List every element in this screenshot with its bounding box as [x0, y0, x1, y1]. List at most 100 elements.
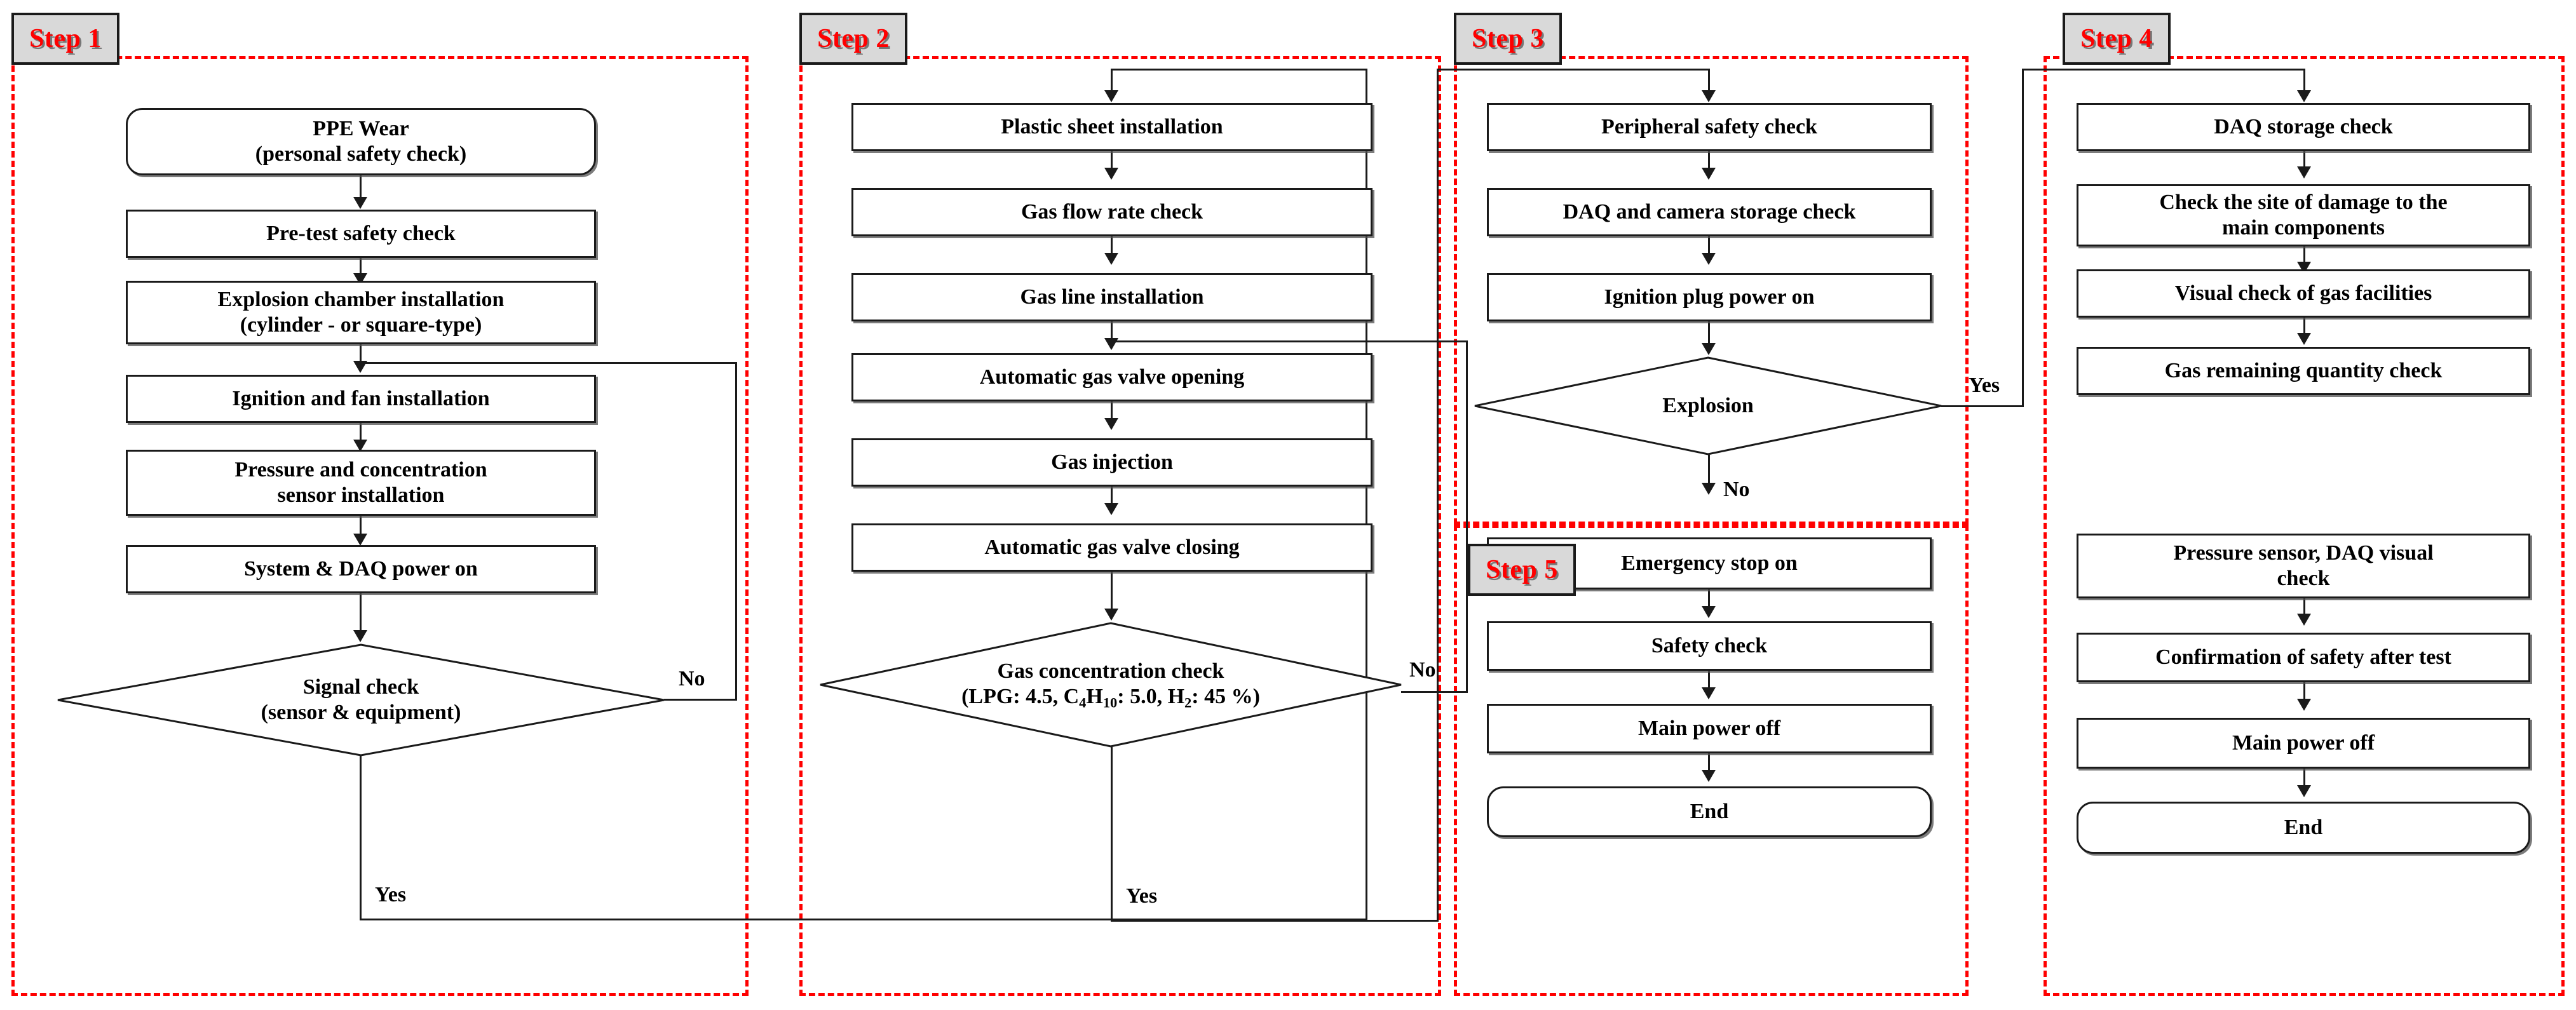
- connector-c1-2-3: [360, 258, 362, 277]
- branch-label-yes-col3: Yes: [1969, 374, 2000, 397]
- node-ignition-plug-power-on[interactable]: Ignition plug power on: [1487, 273, 1932, 321]
- node-daq-and-camera-storage-check[interactable]: DAQ and camera storage check: [1487, 188, 1932, 236]
- arrowhead-c2-1-2: [1104, 168, 1118, 180]
- arrowhead-c4-1-2: [2297, 166, 2311, 178]
- node-plastic-sheet-installation[interactable]: Plastic sheet installation: [851, 103, 1373, 151]
- node-ignition-and-fan-installation[interactable]: Ignition and fan installation: [126, 375, 596, 423]
- node-line-2: (personal safety check): [255, 142, 467, 166]
- node-gas-line-installation[interactable]: Gas line installation: [851, 273, 1373, 321]
- branch-label-no-col1: No: [679, 667, 705, 690]
- connector-c3-yes-h: [1941, 405, 2024, 407]
- connector-c1-yes-v: [360, 756, 362, 920]
- decision-gas-concentration-check[interactable]: Gas concentration check (LPG: 4.5, C4H10…: [818, 621, 1403, 748]
- node-pressure-sensor-daq-visual-check[interactable]: Pressure sensor, DAQ visual check: [2077, 534, 2530, 598]
- branch-label-no-col3: No: [1723, 478, 1750, 501]
- connector-c1-no-v: [735, 362, 737, 700]
- arrowhead-c1-5-6: [353, 534, 367, 546]
- arrowhead-c5-3-4: [1702, 770, 1716, 782]
- arrowhead-c2-6-7: [1104, 609, 1118, 621]
- connector-c2-1-2: [1111, 151, 1113, 173]
- node-safety-check[interactable]: Safety check: [1487, 621, 1932, 671]
- connector-c4-3-4: [2303, 318, 2305, 338]
- node-line-2: (cylinder - or square-type): [240, 313, 482, 337]
- node-gas-injection[interactable]: Gas injection: [851, 438, 1373, 487]
- connector-c3-yes-up: [2022, 69, 2024, 407]
- step4-badge: Step 4: [2063, 13, 2171, 65]
- node-line-1: End: [1690, 799, 1729, 823]
- node-line-1: Emergency stop on: [1621, 551, 1798, 575]
- decision-signal-check[interactable]: Signal check (sensor & equipment): [56, 643, 666, 757]
- arrowhead-c4-7-8: [2297, 785, 2311, 797]
- arrowhead-c3-1-2: [1702, 168, 1716, 180]
- step2-panel: [799, 56, 1441, 996]
- connector-c1-4-5: [360, 423, 362, 445]
- arrowhead-c2-entry: [1104, 90, 1118, 102]
- connector-c3-entry: [1708, 69, 1710, 94]
- connector-c1-1-2: [360, 175, 362, 201]
- node-gas-flow-rate-check[interactable]: Gas flow rate check: [851, 188, 1373, 236]
- arrowhead-c2-no: [1104, 338, 1118, 350]
- step3-panel: [1454, 56, 1969, 525]
- node-line-1: Pressure sensor, DAQ visual: [2173, 541, 2434, 565]
- arrowhead-c4-3-4: [2297, 333, 2311, 345]
- node-pressure-and-concentration-sensor-installation[interactable]: Pressure and concentration sensor instal…: [126, 450, 596, 516]
- node-daq-storage-check[interactable]: DAQ storage check: [2077, 103, 2530, 151]
- connector-c1-yes-h: [360, 919, 1367, 920]
- node-line-1: Confirmation of safety after test: [2155, 645, 2451, 669]
- connector-c2-4-5: [1111, 401, 1113, 423]
- decision-explosion[interactable]: Explosion: [1473, 356, 1943, 456]
- connector-c3-3-4: [1708, 321, 1710, 347]
- node-automatic-gas-valve-closing[interactable]: Automatic gas valve closing: [851, 523, 1373, 572]
- step5-badge: Step 5: [1468, 544, 1576, 596]
- node-line-1: Safety check: [1651, 633, 1768, 657]
- node-peripheral-safety-check[interactable]: Peripheral safety check: [1487, 103, 1932, 151]
- step1-badge: Step 1: [11, 13, 119, 65]
- node-line-1: Peripheral safety check: [1601, 114, 1817, 138]
- node-line-1: Main power off: [2232, 731, 2375, 755]
- node-line-1: System & DAQ power on: [244, 556, 478, 581]
- node-line-1: Gas remaining quantity check: [2164, 358, 2443, 382]
- connector-c1-6-7: [360, 593, 362, 635]
- connector-c4-7-8: [2303, 769, 2305, 790]
- connector-c4-6-7: [2303, 682, 2305, 704]
- arrowhead-c2-5-6: [1104, 503, 1118, 515]
- node-line-1: Ignition plug power on: [1604, 285, 1815, 309]
- node-line-1: Pre-test safety check: [266, 221, 456, 245]
- connector-c5-2-3: [1708, 671, 1710, 692]
- node-main-power-off-step5[interactable]: Main power off: [1487, 704, 1932, 753]
- connector-c4-2-3: [2303, 246, 2305, 267]
- node-system-daq-power-on[interactable]: System & DAQ power on: [126, 545, 596, 593]
- node-pre-test-safety-check[interactable]: Pre-test safety check: [126, 210, 596, 258]
- step4-panel: [2044, 56, 2565, 996]
- node-line-1: Plastic sheet installation: [1001, 114, 1223, 138]
- node-explosion-chamber-installation[interactable]: Explosion chamber installation (cylinder…: [126, 281, 596, 344]
- node-line-1: Automatic gas valve closing: [984, 535, 1240, 559]
- diamond-shape: [820, 622, 1402, 748]
- connector-c2-entry: [1111, 69, 1113, 94]
- node-confirmation-of-safety-after-test[interactable]: Confirmation of safety after test: [2077, 633, 2530, 682]
- connector-c1-5-6: [360, 516, 362, 539]
- arrowhead-c2-2-3: [1104, 253, 1118, 265]
- node-end-step4[interactable]: End: [2077, 802, 2530, 854]
- branch-label-yes-col2: Yes: [1126, 884, 1158, 908]
- arrowhead-c1-6-7: [353, 630, 367, 642]
- arrowhead-c1-no: [353, 361, 367, 373]
- arrowhead-c4-6-7: [2297, 699, 2311, 711]
- node-ppe-wear[interactable]: PPE Wear (personal safety check): [126, 108, 596, 175]
- node-visual-check-gas-facilities[interactable]: Visual check of gas facilities: [2077, 269, 2530, 318]
- node-main-power-off-step4[interactable]: Main power off: [2077, 718, 2530, 769]
- node-automatic-gas-valve-opening[interactable]: Automatic gas valve opening: [851, 353, 1373, 401]
- node-line-1: PPE Wear: [313, 116, 409, 140]
- node-line-1: Ignition and fan installation: [232, 386, 490, 410]
- node-check-site-of-damage[interactable]: Check the site of damage to the main com…: [2077, 184, 2530, 246]
- connector-c4-5-6: [2303, 598, 2305, 619]
- arrowhead-c4-5-6: [2297, 614, 2311, 626]
- node-gas-remaining-quantity-check[interactable]: Gas remaining quantity check: [2077, 347, 2530, 395]
- node-line-2: check: [2277, 567, 2330, 590]
- connector-c5-3-4: [1708, 753, 1710, 775]
- connector-c2-yes-to-c3: [1437, 69, 1710, 71]
- connector-c5-1-2: [1708, 589, 1710, 611]
- arrowhead-c2-4-5: [1104, 418, 1118, 430]
- node-end-step5[interactable]: End: [1487, 786, 1932, 837]
